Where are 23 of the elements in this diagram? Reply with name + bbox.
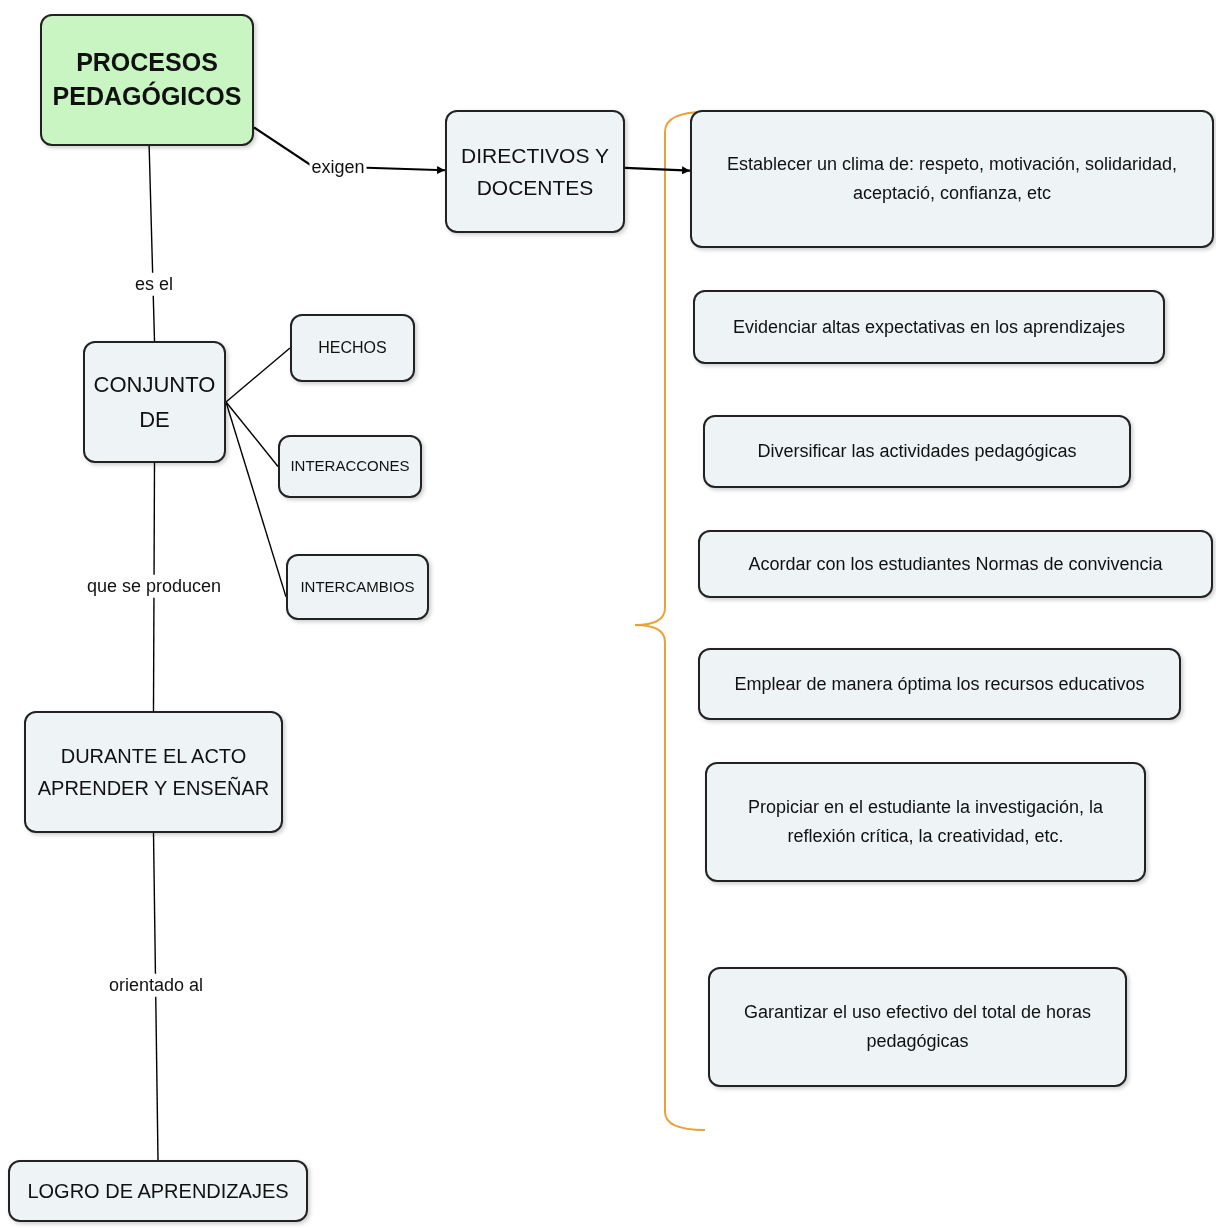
edge-label: es el <box>133 272 175 296</box>
concept-box: DIRECTIVOS Y DOCENTES <box>445 110 625 233</box>
connector-line <box>225 401 287 598</box>
connector-line <box>148 145 156 342</box>
connector-line <box>225 347 291 403</box>
concept-box: HECHOS <box>290 314 415 382</box>
arrow <box>624 166 691 175</box>
connector-line <box>225 401 279 468</box>
concept-box: DURANTE EL ACTO APRENDER Y ENSEÑAR <box>24 711 283 833</box>
concept-box: Diversificar las actividades pedagógicas <box>703 415 1131 488</box>
concept-box: Propiciar en el estudiante la investigación, la reflexión crítica, la creatividad, etc. <box>705 762 1146 882</box>
concept-box: LOGRO DE APRENDIZAJES <box>8 1160 308 1222</box>
concept-box: INTERCAMBIOS <box>286 554 429 620</box>
concept-box: Establecer un clima de: respeto, motivación, solidaridad, aceptació, confianza, etc <box>690 110 1214 248</box>
concept-box: CONJUNTO DE <box>83 341 226 463</box>
concept-box: Emplear de manera óptima los recursos educativos <box>698 648 1181 720</box>
concept-box: Garantizar el uso efectivo del total de horas pedagógicas <box>708 967 1127 1087</box>
connector-line <box>152 832 159 1161</box>
concept-box: Acordar con los estudiantes Normas de convivencia <box>698 530 1213 598</box>
concept-box: INTERACCONES <box>278 435 422 498</box>
concept-box: Evidenciar altas expectativas en los aprendizajes <box>693 290 1165 364</box>
title-box: PROCESOS PEDAGÓGICOS <box>40 14 254 146</box>
connector-line <box>152 462 156 712</box>
